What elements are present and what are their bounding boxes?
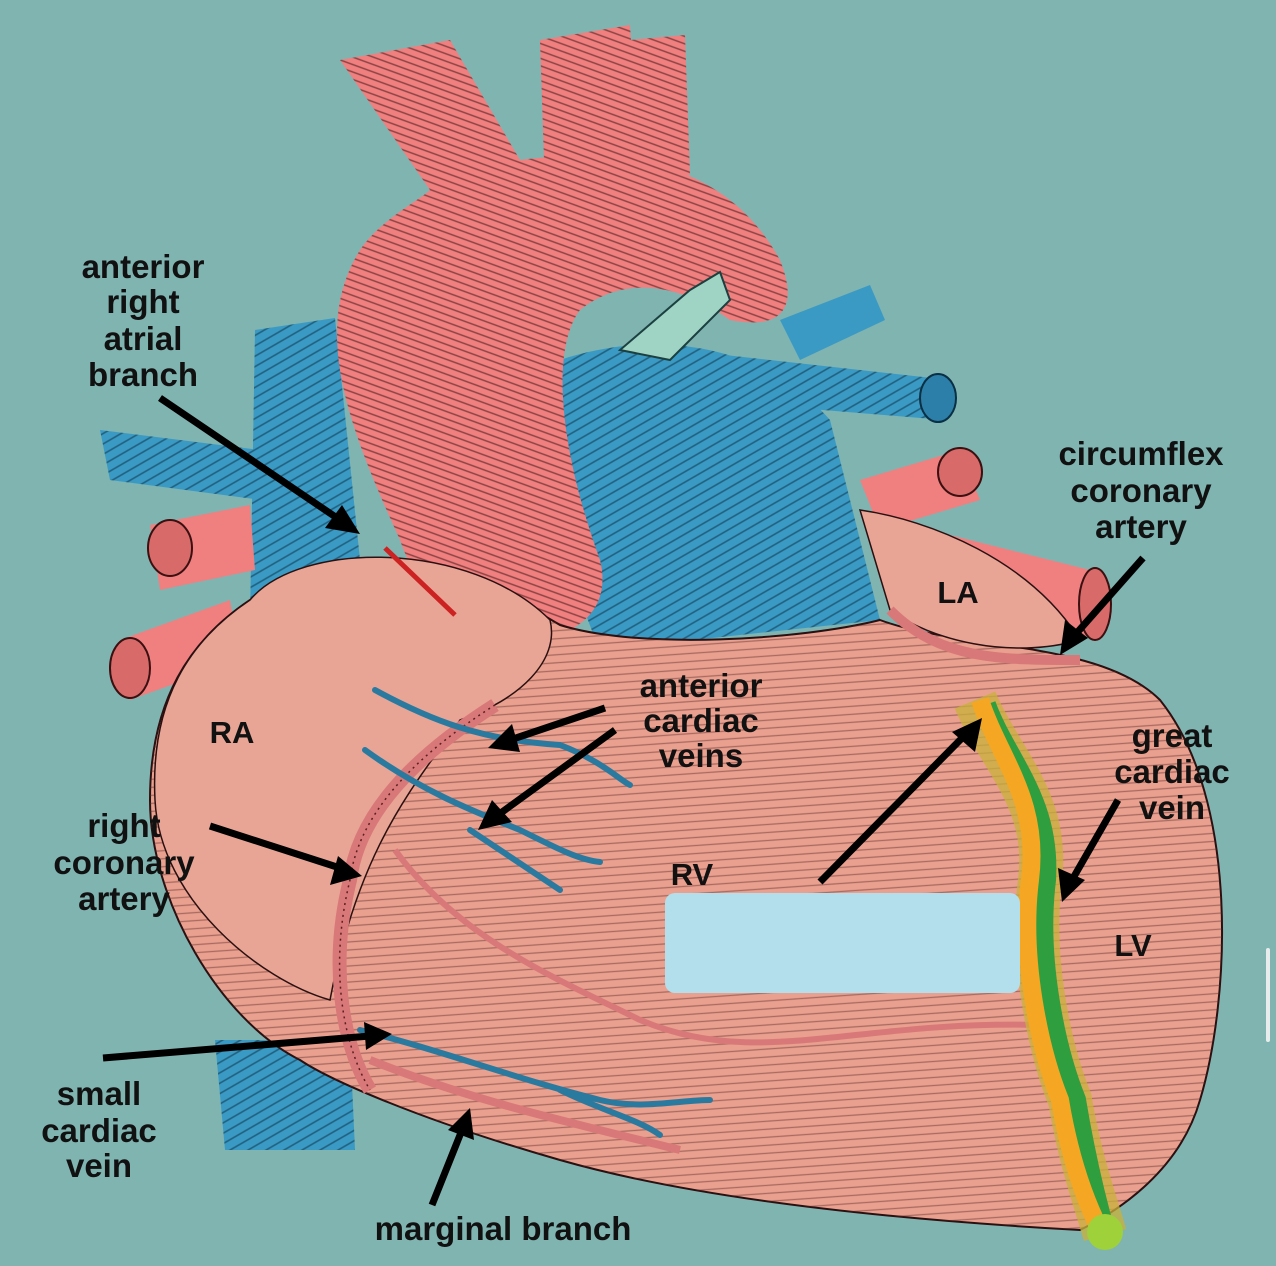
- arrow-marginal-branch: [428, 1108, 474, 1207]
- svg-text:branch: branch: [88, 356, 198, 393]
- arrow-circumflex-coronary-artery: [1060, 555, 1146, 655]
- arrow-right-coronary-artery: [208, 822, 362, 885]
- arrow-anterior-cardiac-veins-2: [478, 727, 618, 830]
- arrow-great-cardiac-vein: [1058, 798, 1122, 902]
- scrollbar[interactable]: [1266, 948, 1270, 1042]
- label-anterior-cardiac-veins: anterior cardiac veins: [640, 667, 763, 774]
- chamber-label-lv: LV: [1114, 928, 1152, 963]
- chamber-label-la: LA: [937, 575, 978, 610]
- label-circumflex-coronary-artery: circumflex coronary artery: [1058, 435, 1224, 545]
- superior-vena-cava: [100, 318, 360, 1150]
- svg-text:artery: artery: [1095, 508, 1187, 545]
- svg-text:coronary: coronary: [53, 844, 195, 881]
- hidden-label-box[interactable]: [665, 893, 1020, 993]
- svg-text:artery: artery: [78, 880, 170, 917]
- arrow-anterior-right-atrial-branch: [158, 395, 360, 534]
- anterior-cardiac-vein-vessels: [357, 687, 713, 1138]
- svg-text:cardiac: cardiac: [41, 1112, 157, 1149]
- svg-text:veins: veins: [659, 737, 743, 774]
- svg-text:coronary: coronary: [1070, 472, 1212, 509]
- chamber-label-rv: RV: [671, 857, 714, 892]
- label-right-coronary-artery: right coronary artery: [53, 807, 195, 917]
- svg-text:vein: vein: [66, 1147, 132, 1184]
- svg-text:anterior: anterior: [640, 667, 763, 704]
- svg-text:great: great: [1132, 717, 1213, 754]
- svg-text:anterior: anterior: [82, 248, 205, 285]
- chamber-label-ra: RA: [210, 715, 255, 750]
- label-anterior-right-atrial-branch: anterior right atrial branch: [82, 248, 205, 393]
- circumflex-artery-vessel: [886, 606, 1081, 665]
- pulmonary-veins: [109, 447, 1112, 700]
- label-marginal-branch: marginal branch: [375, 1210, 632, 1247]
- label-great-cardiac-vein: great cardiac vein: [1114, 717, 1230, 826]
- svg-text:right: right: [87, 807, 160, 844]
- arrow-small-cardiac-vein: [102, 1022, 392, 1062]
- svg-text:small: small: [57, 1075, 141, 1112]
- arrow-hidden-label: [817, 718, 982, 885]
- svg-text:right: right: [106, 283, 179, 320]
- svg-text:circumflex: circumflex: [1058, 435, 1224, 472]
- anterior-right-atrial-branch-vessel: [383, 546, 457, 617]
- svg-text:cardiac: cardiac: [643, 702, 759, 739]
- marginal-branch-vessel: [368, 1056, 681, 1154]
- pulmonary-trunk: [552, 285, 957, 650]
- svg-text:atrial: atrial: [104, 320, 183, 357]
- arrow-anterior-cardiac-veins-1: [488, 704, 607, 752]
- svg-text:cardiac: cardiac: [1114, 753, 1230, 790]
- aortic-arch: [337, 25, 788, 640]
- svg-text:vein: vein: [1139, 789, 1205, 826]
- label-small-cardiac-vein: small cardiac vein: [41, 1075, 157, 1184]
